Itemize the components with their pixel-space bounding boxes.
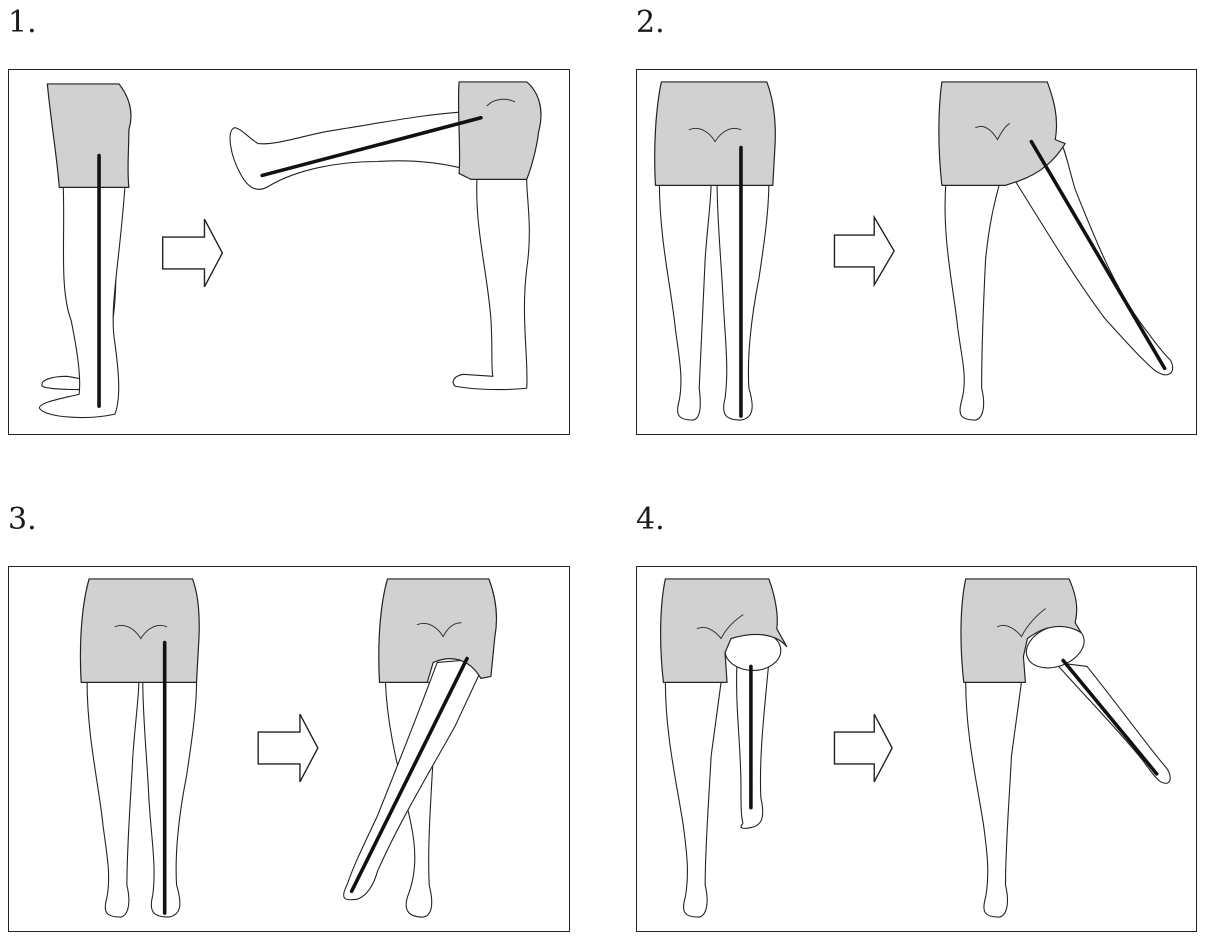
leg-axis-line — [260, 115, 483, 178]
leg-axis-line — [1061, 658, 1159, 776]
step-number-4: 4. — [636, 502, 665, 537]
figure-before — [79, 578, 200, 918]
shorts-fold — [997, 608, 1046, 638]
standing-leg — [944, 182, 1001, 421]
left-leg — [86, 681, 140, 918]
figure-before — [38, 83, 132, 418]
shorts — [457, 81, 542, 180]
step-1-panel — [8, 69, 570, 435]
figure-after — [343, 578, 498, 918]
shorts — [79, 578, 200, 683]
bent-lower-leg — [736, 661, 770, 829]
left-leg — [658, 182, 712, 421]
shorts-fold — [114, 624, 168, 640]
figure-after — [960, 578, 1171, 918]
right-arrow-icon — [833, 214, 895, 288]
figure-after — [938, 81, 1174, 421]
step-4-panel — [636, 566, 1197, 932]
shorts — [960, 578, 1082, 683]
right-arrow-icon — [161, 218, 224, 288]
crossing-leg — [343, 657, 488, 901]
step-3-panel — [8, 566, 570, 932]
shorts-fold — [688, 127, 742, 143]
shorts — [654, 81, 776, 186]
leg-axis-line — [1029, 139, 1167, 371]
step-4-illustration — [660, 578, 1171, 918]
step-2-illustration — [654, 81, 1174, 421]
shorts-fold — [416, 622, 462, 638]
figure-before — [660, 578, 788, 918]
shorts — [660, 578, 788, 683]
step-3-illustration — [79, 578, 498, 918]
step-number-1: 1. — [8, 5, 37, 40]
right-leg — [142, 681, 198, 918]
front-leg — [38, 186, 126, 418]
figure-after — [229, 81, 542, 391]
step-1-illustration — [38, 81, 542, 418]
figure-before — [654, 81, 776, 421]
standing-leg — [965, 681, 1022, 918]
shorts — [378, 578, 498, 683]
leg-axis-line — [349, 656, 469, 894]
shorts-fold — [696, 614, 744, 640]
standing-leg — [452, 178, 530, 391]
raised-leg — [229, 111, 468, 190]
step-2-panel — [636, 69, 1197, 435]
shorts — [46, 83, 132, 188]
step-number-3: 3. — [8, 502, 37, 537]
shorts-fold — [975, 123, 1010, 141]
shorts-fold — [486, 98, 516, 107]
standing-leg — [664, 681, 722, 918]
right-arrow-icon — [257, 713, 319, 783]
right-arrow-icon — [833, 713, 893, 783]
shorts — [938, 81, 1066, 186]
step-number-2: 2. — [636, 5, 665, 40]
right-leg — [716, 182, 770, 421]
